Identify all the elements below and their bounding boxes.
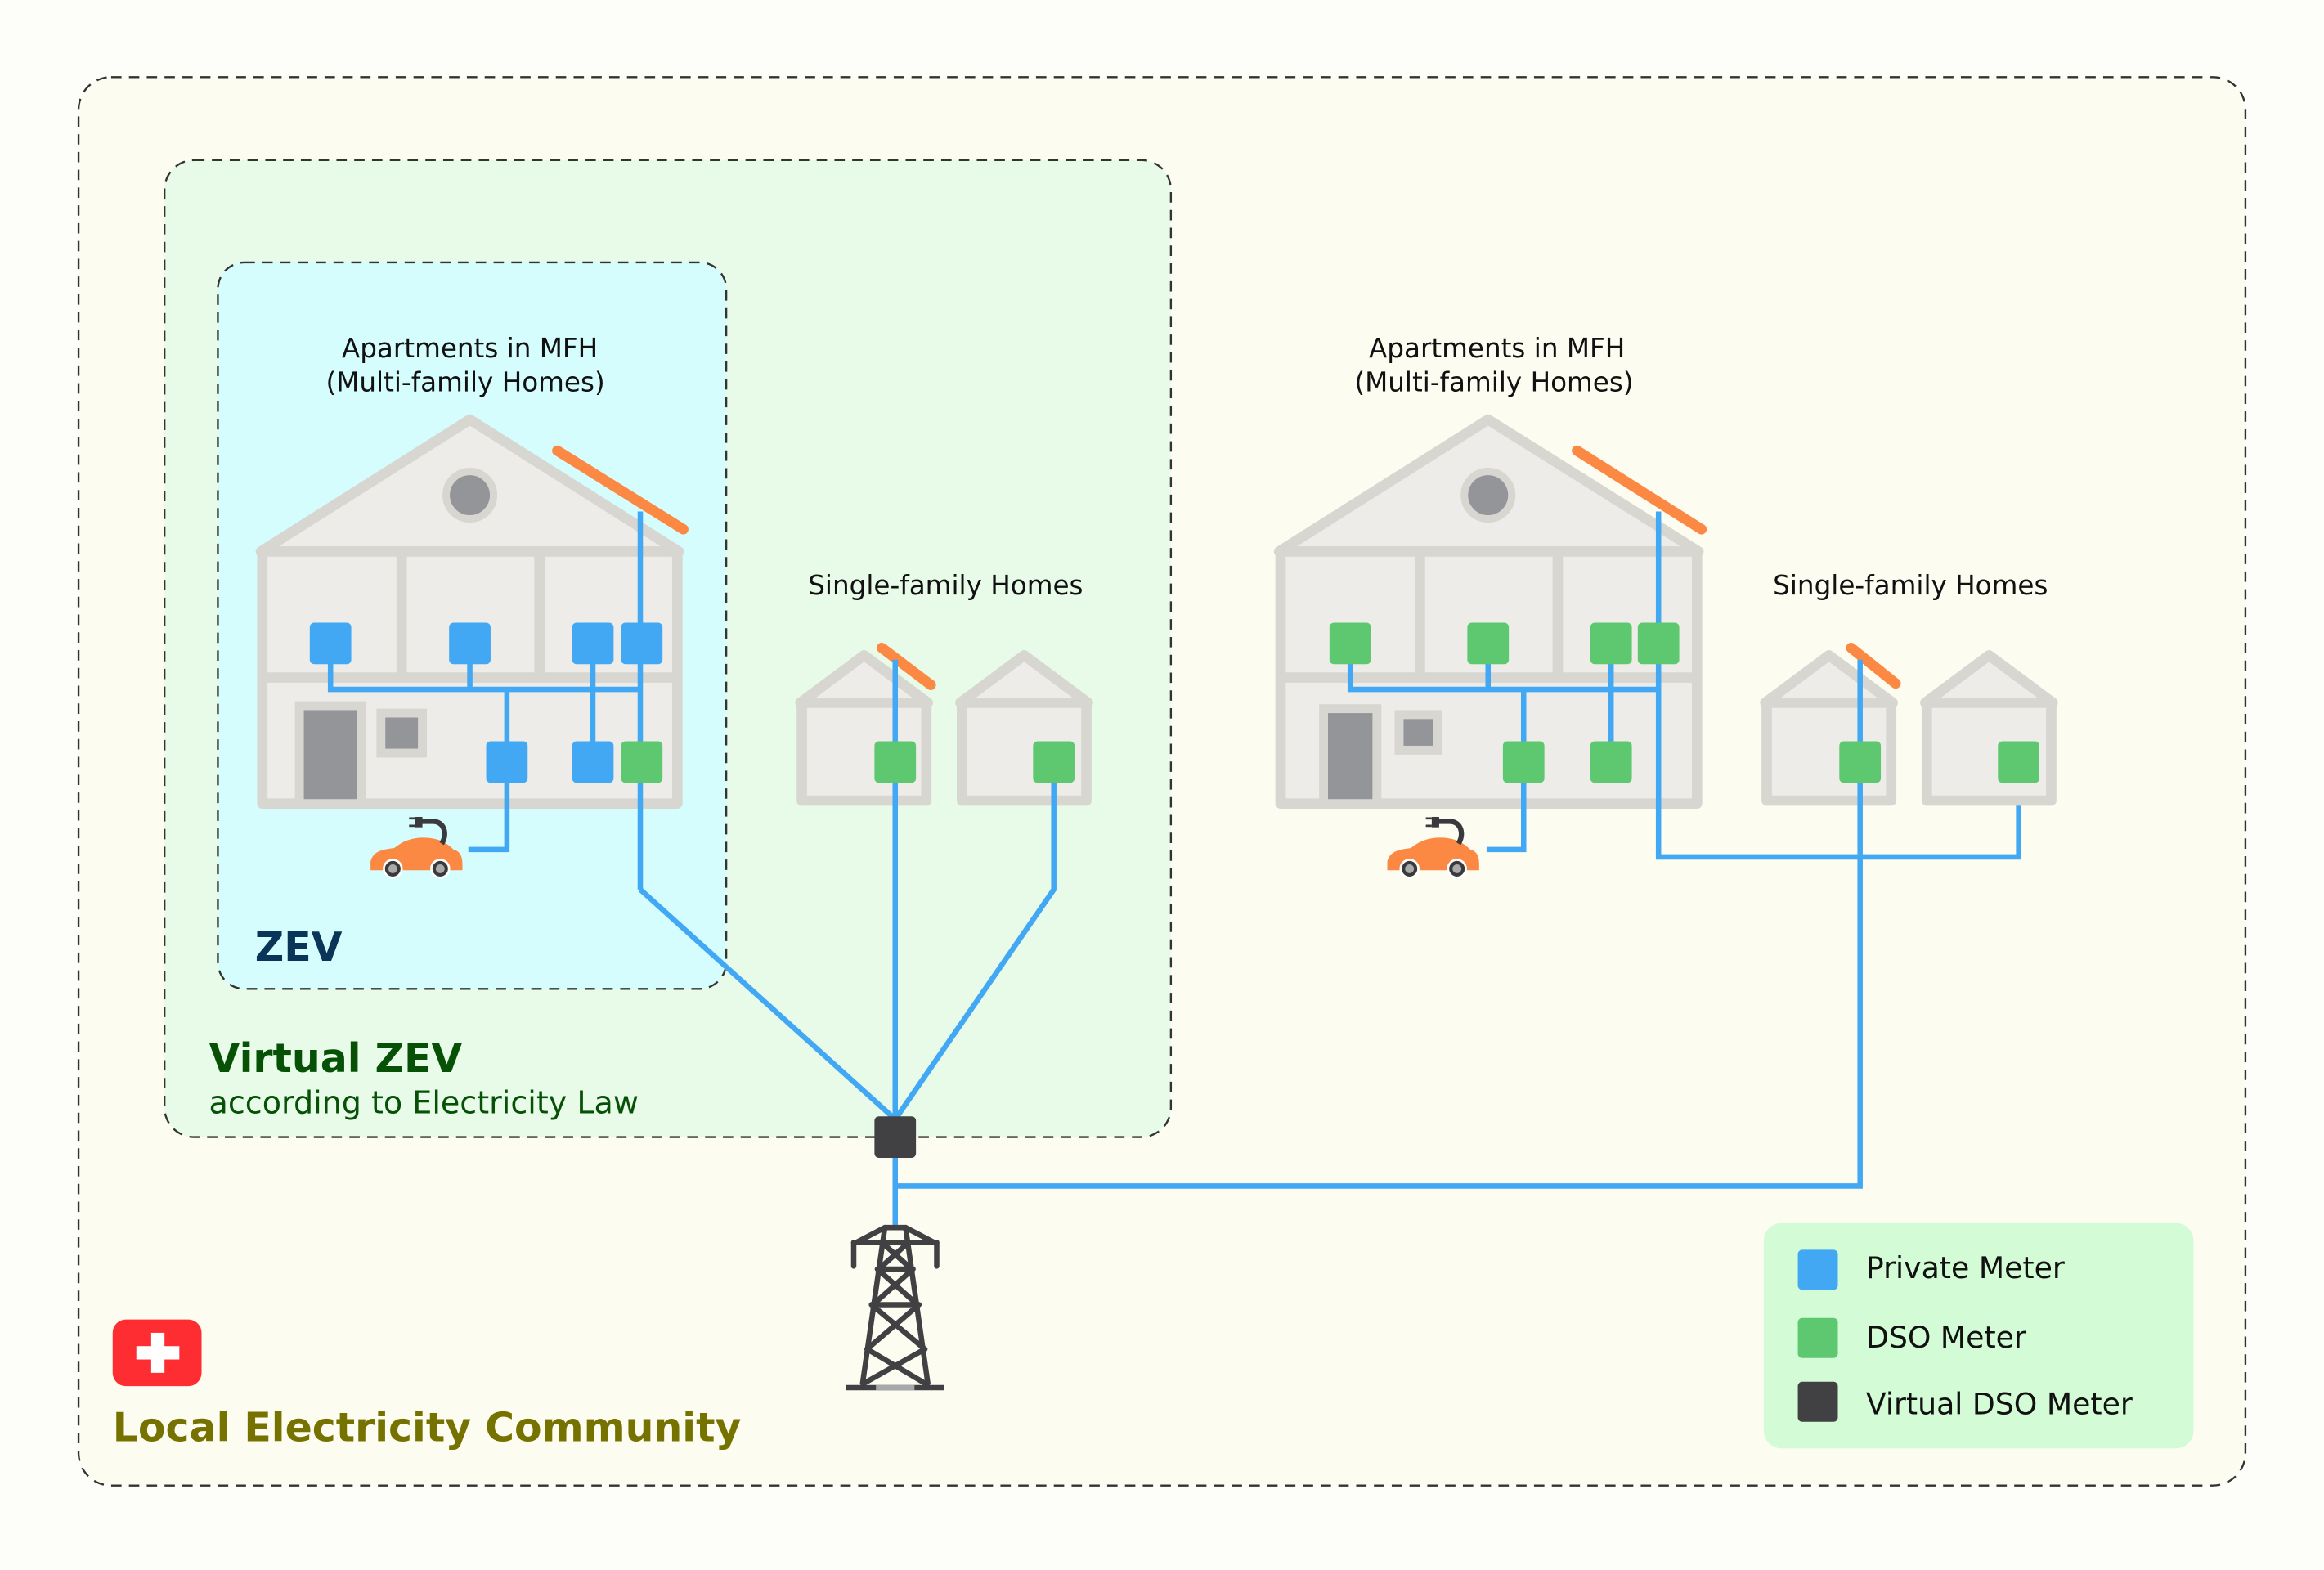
dso-meter-icon — [1502, 741, 1545, 783]
dso-meter-icon — [1590, 622, 1632, 665]
legend: Private Meter DSO Meter Virtual DSO Mete… — [1763, 1222, 2194, 1449]
dso-meter-icon — [621, 741, 663, 783]
legend-private-meter-swatch — [1797, 1249, 1838, 1290]
private-meter-icon — [309, 622, 352, 665]
left-sfh-2-wire — [893, 761, 1057, 1121]
swiss-flag-icon — [112, 1319, 202, 1387]
legend-dso-meter-swatch — [1797, 1317, 1838, 1358]
legend-label-dso-meter: DSO Meter — [1866, 1320, 2026, 1355]
dso-meter-icon — [1637, 622, 1680, 665]
dso-meter-icon — [1467, 622, 1510, 665]
right-feeder-wire — [895, 659, 1863, 1189]
right-mfh-solar-panel-icon — [1572, 445, 1707, 535]
zev-title: ZEV — [255, 924, 343, 971]
virtual-dso-meter-icon — [874, 1116, 917, 1158]
legend-virtual-dso-meter-swatch — [1797, 1381, 1838, 1422]
virtual-zev-subtitle: according to Electricity Law — [209, 1085, 639, 1121]
private-meter-icon — [621, 622, 663, 665]
legend-label-private-meter: Private Meter — [1866, 1250, 2065, 1285]
dso-meter-icon — [874, 741, 917, 783]
left-mfh-label-line2: (Multi-family Homes) — [326, 367, 605, 398]
dso-meter-icon — [1590, 741, 1632, 783]
dso-meter-icon — [1329, 622, 1371, 665]
dso-meter-icon — [1033, 741, 1075, 783]
left-mfh-solar-panel-icon — [552, 445, 689, 535]
virtual-zev-title: Virtual ZEV — [209, 1035, 463, 1082]
left-sfh-label: Single-family Homes — [808, 570, 1083, 601]
dso-meter-icon — [1998, 741, 2039, 783]
right-sfh-solar-panel-icon — [1846, 642, 1901, 689]
left-mfh-label-line1: Apartments in MFH — [342, 333, 598, 364]
right-mfh-label-line2: (Multi-family Homes) — [1354, 367, 1633, 398]
private-meter-icon — [572, 622, 614, 665]
private-meter-icon — [486, 741, 528, 783]
right-mfh-label-line1: Apartments in MFH — [1369, 333, 1625, 364]
dso-meter-icon — [1839, 741, 1882, 783]
legend-label-virtual-dso-meter: Virtual DSO Meter — [1866, 1387, 2133, 1422]
right-sfh-label: Single-family Homes — [1773, 570, 2048, 601]
private-meter-icon — [572, 741, 614, 783]
community-title: Local Electricity Community — [113, 1404, 742, 1451]
private-meter-icon — [449, 622, 491, 665]
left-sfh-solar-panel-icon — [877, 642, 936, 690]
transmission-tower-icon — [846, 1224, 944, 1391]
